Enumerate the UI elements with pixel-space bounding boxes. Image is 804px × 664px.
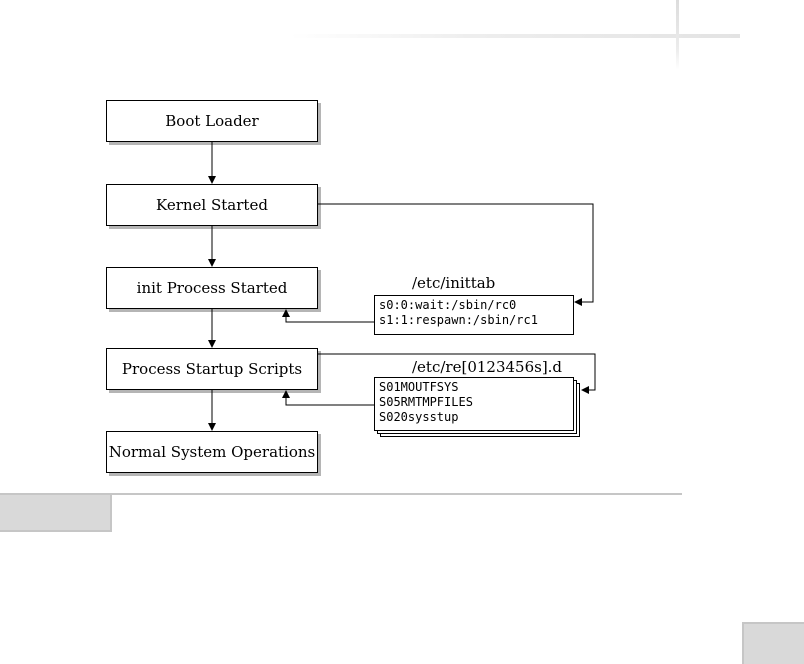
flow-box-kernel-started: Kernel Started	[106, 184, 318, 226]
rc-dirs-file-box: S01MOUTFSYS S05RMTMPFILES S020sysstup	[374, 377, 574, 431]
arrow-scripts-to-rc-dirs	[318, 353, 596, 394]
arrow-inittab-to-init	[282, 309, 374, 323]
rc-dirs-line: S05RMTMPFILES	[379, 395, 473, 409]
inittab-line: s1:1:respawn:/sbin/rc1	[379, 313, 538, 327]
rc-dirs-label: /etc/re[0123456s].d	[412, 358, 563, 376]
arrow-kernel-to-inittab	[318, 203, 594, 306]
flow-box-init-process-started: init Process Started	[106, 267, 318, 309]
caption-tab	[0, 495, 112, 532]
rc-dirs-line: S020sysstup	[379, 410, 459, 424]
caption-rule	[0, 493, 682, 495]
flow-box-label: init Process Started	[136, 279, 288, 297]
arrow-rc-dirs-to-scripts	[282, 390, 374, 406]
inittab-file-box: s0:0:wait:/sbin/rc0 s1:1:respawn:/sbin/r…	[374, 295, 574, 335]
flow-box-label: Process Startup Scripts	[121, 360, 303, 378]
page-corner-tab	[742, 622, 804, 664]
header-vertical-rule	[676, 0, 679, 70]
header-gradient-rule	[290, 34, 740, 38]
rc-dirs-line: S01MOUTFSYS	[379, 380, 459, 394]
inittab-line: s0:0:wait:/sbin/rc0	[379, 298, 517, 312]
flow-box-label: Boot Loader	[165, 112, 259, 130]
inittab-label: /etc/inittab	[412, 274, 496, 292]
flow-box-normal-system-operations: Normal System Operations	[106, 431, 318, 473]
flow-box-label: Kernel Started	[156, 196, 268, 214]
flow-box-boot-loader: Boot Loader	[106, 100, 318, 142]
flow-box-label: Normal System Operations	[108, 443, 316, 461]
flow-box-process-startup-scripts: Process Startup Scripts	[106, 348, 318, 390]
